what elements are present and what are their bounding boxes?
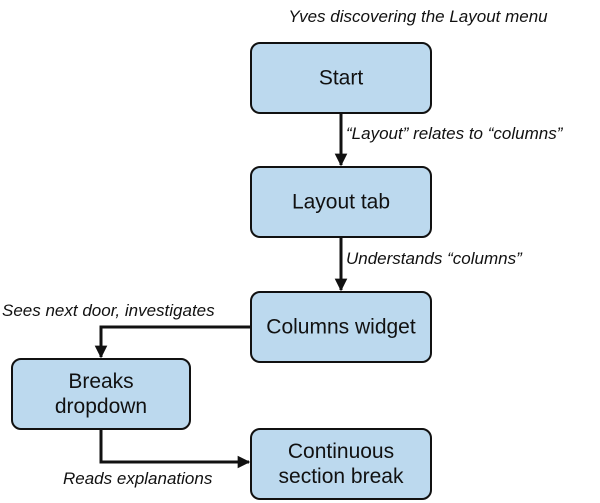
node-start: Start [250,42,432,114]
node-box [250,166,432,238]
node-layout-tab: Layout tab [250,166,432,238]
node-box [250,42,432,114]
node-box [250,428,432,500]
node-label: Start [319,67,364,90]
node-columns-widget: Columns widget [250,291,432,363]
node-box [250,291,432,363]
edge-label-columns-widget-to-breaks-dropdown: Sees next door, investigates [2,301,215,320]
edge-arrow-breaks-dropdown-to-continuous-section-break [99,429,251,469]
edge-label-start-to-layout-tab: “Layout” relates to “columns” [346,124,564,143]
node-label: dropdown [55,395,147,418]
edge-arrow-columns-widget-to-breaks-dropdown [94,325,251,359]
node-label: Columns widget [266,316,416,339]
node-label: Continuous [288,440,394,463]
edge-label-breaks-dropdown-to-continuous-section-break: Reads explanations [63,469,213,488]
node-label: section break [279,465,404,488]
edges-layer: “Layout” relates to “columns” Understands… [2,113,564,488]
edge-label-layout-tab-to-columns-widget: Understands “columns” [346,249,523,268]
diagram-title: Yves discovering the Layout menu [288,7,548,26]
node-box [11,358,191,430]
node-label: Breaks [68,370,133,393]
node-label: Layout tab [292,191,390,214]
